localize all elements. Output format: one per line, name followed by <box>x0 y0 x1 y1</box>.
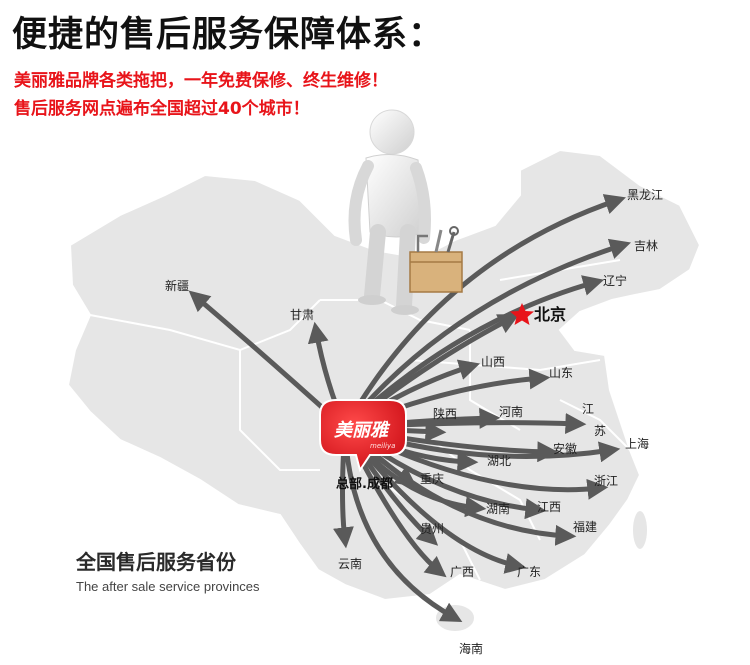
headquarters-label: 总部.成都 <box>336 476 393 492</box>
brand-logo-sub: meiliya <box>370 442 395 450</box>
taiwan-island <box>631 509 649 551</box>
star-icon <box>510 303 534 325</box>
province-label: 河南 <box>499 404 523 419</box>
caption-title: 全国售后服务省份 <box>76 550 236 574</box>
province-label: 吉林 <box>634 239 658 253</box>
toolbox-icon <box>409 226 463 293</box>
province-label: 江西 <box>537 500 561 514</box>
caption-subtitle: The after sale service provinces <box>76 579 260 594</box>
arrow-to-jilin <box>342 238 632 431</box>
province-labels: 新疆 甘肃 黑龙江 吉林 辽宁 山西 山东 陕西 河南 江 苏 安徽 上海 湖北… <box>165 188 663 656</box>
coverage-subhead: 售后服务网点遍布全国超过40个城市！ <box>14 99 310 119</box>
service-man-figure <box>348 109 431 315</box>
province-label: 广东 <box>517 565 541 579</box>
province-label: 安徽 <box>553 441 577 456</box>
page-headline: 便捷的售后服务保障体系： <box>12 15 445 55</box>
brand-logo-text: 美丽雅 <box>334 420 391 441</box>
province-label: 广西 <box>450 565 474 579</box>
province-label: 湖南 <box>486 501 510 516</box>
province-label: 江 <box>582 402 594 416</box>
province-label: 新疆 <box>165 278 189 293</box>
province-label: 云南 <box>338 556 362 571</box>
province-label: 辽宁 <box>603 273 627 288</box>
province-label: 甘肃 <box>290 308 314 322</box>
province-label: 重庆 <box>420 472 444 486</box>
province-label: 山东 <box>549 366 573 380</box>
province-label: 苏 <box>594 424 606 438</box>
province-label: 湖北 <box>487 453 511 468</box>
province-label: 海南 <box>459 641 483 656</box>
arrow-to-hainan <box>342 425 463 623</box>
province-label: 浙江 <box>594 474 618 488</box>
province-label: 贵州 <box>420 522 444 536</box>
province-label: 黑龙江 <box>627 188 663 202</box>
speech-bubble-logo: 美丽雅 meiliya <box>319 399 407 473</box>
province-label: 山西 <box>481 355 505 369</box>
province-label: 陕西 <box>433 406 457 421</box>
province-label: 福建 <box>573 519 597 534</box>
beijing-label: 北京 <box>534 305 566 324</box>
province-label: 上海 <box>625 436 649 451</box>
warranty-subhead: 美丽雅品牌各类拖把，一年免费保修、终生维修！ <box>14 71 388 91</box>
